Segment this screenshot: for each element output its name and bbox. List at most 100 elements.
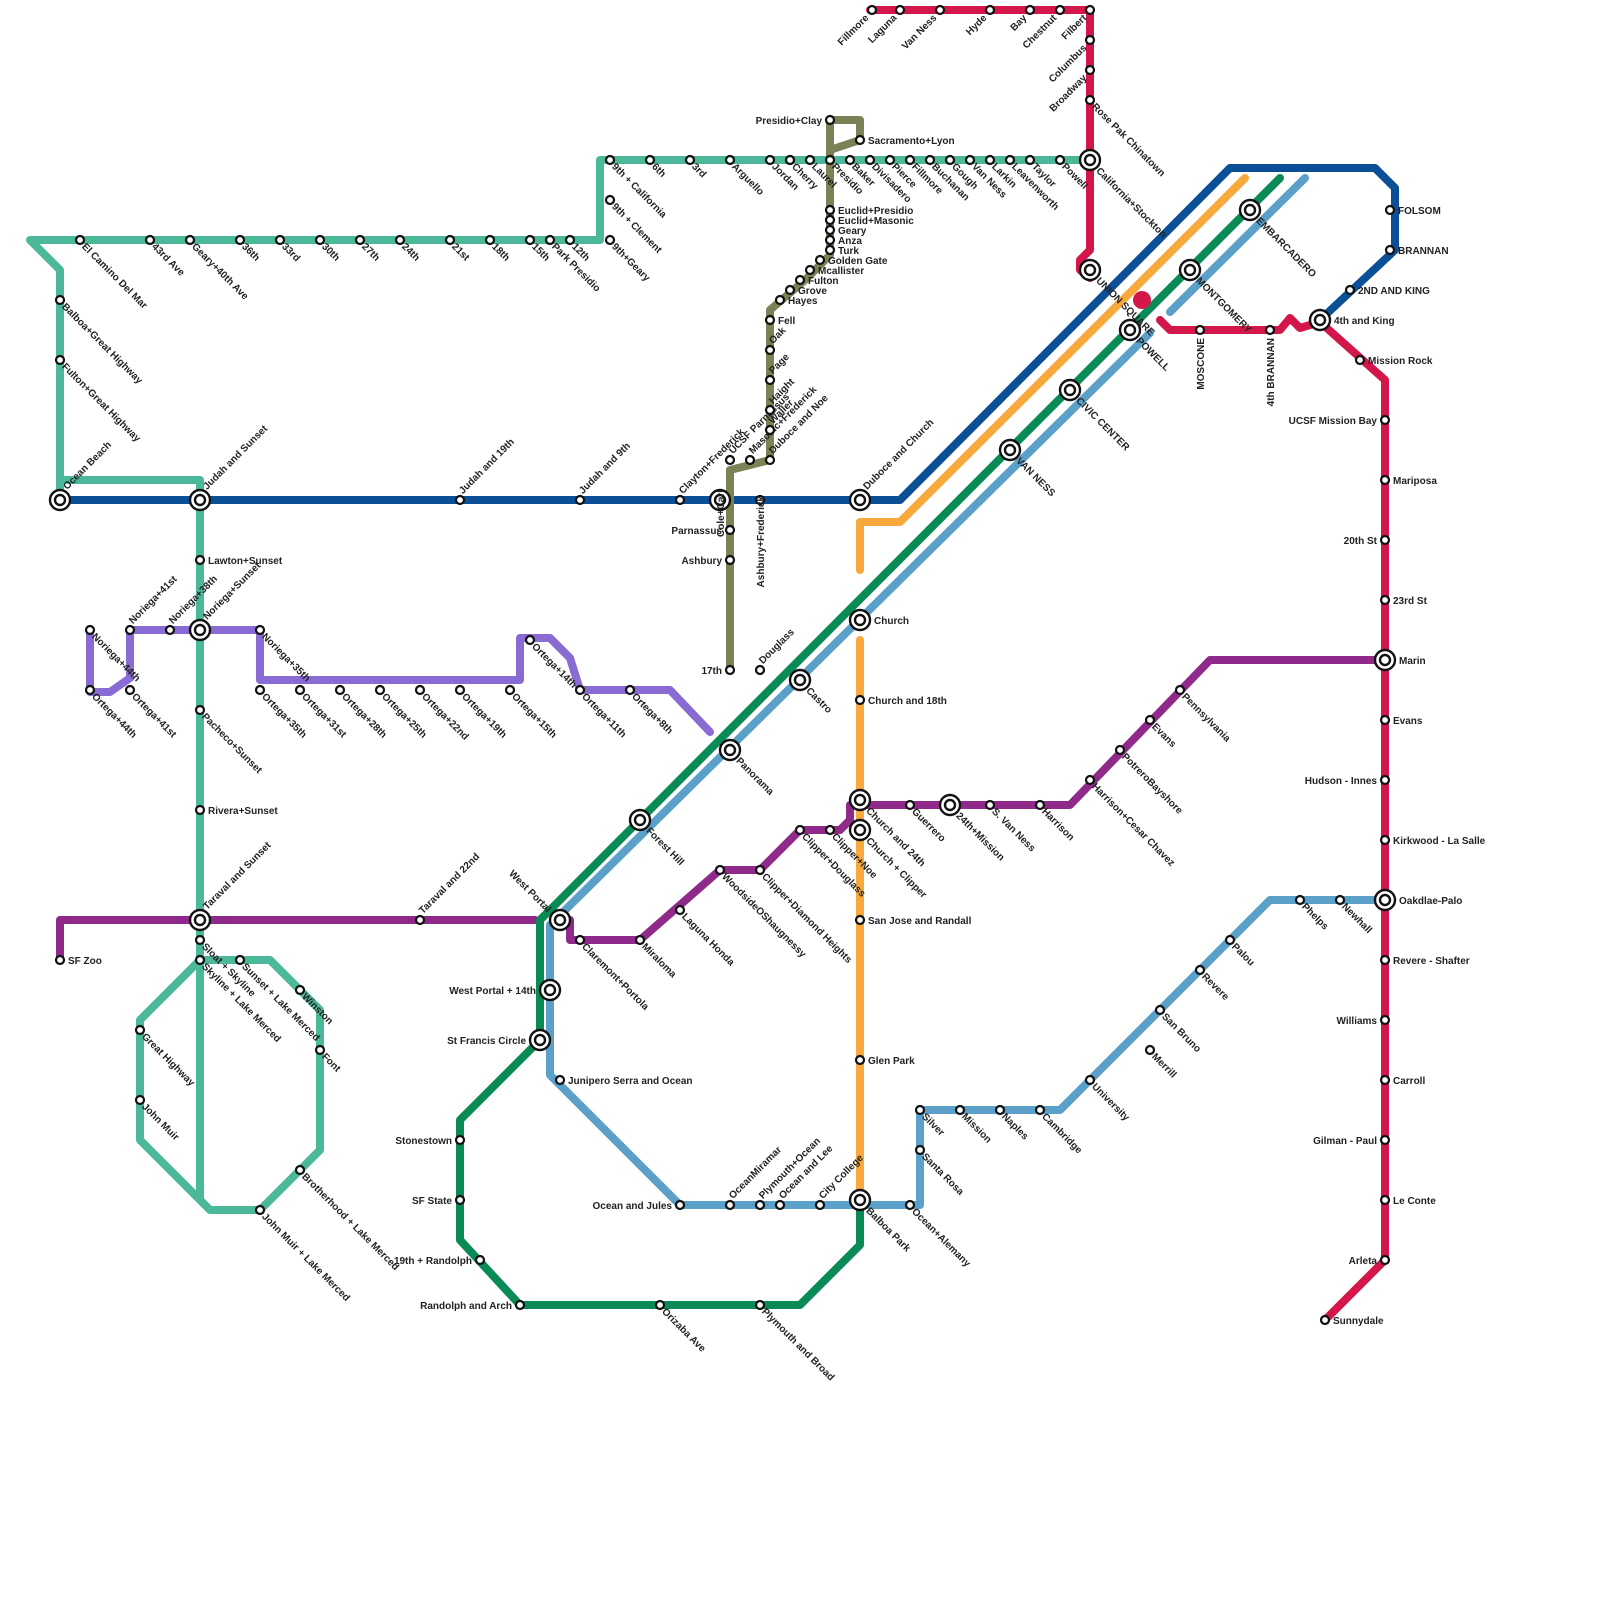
station-noriega35[interactable]: Noriega+35th xyxy=(256,626,312,684)
station-judah19[interactable]: Judah and 19th xyxy=(456,437,517,504)
station-sanbruno[interactable]: San Bruno xyxy=(1156,1006,1203,1055)
station-label: Naples xyxy=(999,1111,1030,1142)
station-geary40[interactable]: Geary+40th Ave xyxy=(186,236,251,303)
union-square-marker xyxy=(1133,291,1151,309)
olive-line xyxy=(730,120,860,670)
station-evans[interactable]: Evans xyxy=(1146,716,1178,750)
station-presidio-clay[interactable]: Presidio+Clay xyxy=(756,116,834,127)
station-label: Laguna xyxy=(866,13,899,46)
station-merrill[interactable]: Merrill xyxy=(1146,1046,1178,1081)
station-gilman[interactable]: Gilman - Paul xyxy=(1313,1136,1389,1147)
station-marin[interactable]: Marin xyxy=(1375,650,1426,670)
station-panorama[interactable]: Panorama xyxy=(720,740,776,798)
station-sacramento-lyon[interactable]: Sacramento+Lyon xyxy=(856,136,955,147)
station-label: Parnassus xyxy=(671,526,722,537)
station-ocean-alemany[interactable]: Ocean+Alemany xyxy=(906,1201,973,1270)
station-label: Carroll xyxy=(1393,1076,1425,1087)
station-ashbury-fred[interactable]: Ashbury+Frederick xyxy=(756,496,767,588)
stop-dot xyxy=(1006,156,1014,164)
station-label: 21st xyxy=(449,241,471,263)
station-label: Sunnydale xyxy=(1333,1316,1384,1327)
station-elcamino[interactable]: El Camino Del Mar xyxy=(76,236,149,311)
station-label: PotreroBayshore xyxy=(1119,751,1184,816)
station-stfrancis[interactable]: St Francis Circle xyxy=(447,1030,550,1050)
station-rivera[interactable]: Rivera+Sunset xyxy=(196,806,278,817)
station-junipero[interactable]: Junipero Serra and Ocean xyxy=(556,1076,693,1087)
station-label: BRANNAN xyxy=(1398,246,1449,257)
station-spruce[interactable] xyxy=(786,156,794,164)
station-label: 9th+Geary xyxy=(609,241,652,284)
station-label: Gilman - Paul xyxy=(1313,1136,1377,1147)
station-label: Revere xyxy=(1199,971,1231,1003)
station-fourth-brannan[interactable]: 4th BRANNAN xyxy=(1266,326,1277,406)
station-sanjose[interactable]: San Jose and Randall xyxy=(856,916,972,927)
station-church[interactable]: Church xyxy=(850,610,909,630)
stop-dot xyxy=(886,156,894,164)
station-label: Evans xyxy=(1393,716,1423,727)
station-randolph-arch[interactable]: Randolph and Arch xyxy=(420,1301,524,1312)
station-kirkwood[interactable]: Kirkwood - La Salle xyxy=(1381,836,1486,847)
stop-dot xyxy=(826,216,834,224)
station-embarcadero[interactable]: EMBARCADERO xyxy=(1240,200,1318,280)
station-stonestown[interactable]: Stonestown xyxy=(395,1136,464,1147)
station-sky-lm[interactable]: Skyline + Lake Merced xyxy=(196,956,283,1045)
stop-dot xyxy=(1036,801,1044,809)
station-university[interactable]: University xyxy=(1086,1076,1132,1124)
station-lagunahonda[interactable]: Laguna Honda xyxy=(676,906,736,969)
stop-dot xyxy=(726,556,734,564)
station-greathwy[interactable]: Great Highway xyxy=(136,1026,197,1089)
station-ocean-jules[interactable]: Ocean and Jules xyxy=(593,1201,684,1212)
hub-center xyxy=(1315,315,1325,325)
stop-dot xyxy=(86,626,94,634)
station-judah9[interactable]: Judah and 9th xyxy=(576,441,633,504)
stop-dot xyxy=(1356,356,1364,364)
station-nineteenth-rand[interactable]: 19th + Randolph xyxy=(394,1256,484,1267)
station-orizaba[interactable]: Orizaba Ave xyxy=(656,1301,708,1355)
station-revere-sh[interactable]: Revere - Shafter xyxy=(1381,956,1470,967)
stop-dot xyxy=(896,6,904,14)
station-second-king[interactable]: 2ND AND KING xyxy=(1346,286,1430,297)
stop-dot xyxy=(726,456,734,464)
station-label: Pacheco+Sunset xyxy=(199,711,264,776)
station-miraloma[interactable]: Miraloma xyxy=(636,936,678,981)
station-oakdale[interactable]: Oakdlae-Palo xyxy=(1375,890,1462,910)
station-missionrock[interactable]: Mission Rock xyxy=(1356,356,1433,367)
station-noriega41[interactable]: Noriega+41st xyxy=(126,574,180,634)
station-potrero[interactable]: PotreroBayshore xyxy=(1116,746,1185,817)
station-label: Marin xyxy=(1399,656,1426,667)
station-pennsylvania[interactable]: Pennsylvania xyxy=(1176,686,1233,745)
station-castro[interactable]: Castro xyxy=(790,670,834,716)
station-label: Ortega+8th xyxy=(629,691,674,736)
stop-dot xyxy=(486,236,494,244)
station-wp14[interactable]: West Portal + 14th xyxy=(449,980,560,1000)
station-ortega15[interactable]: Ortega+15th xyxy=(506,686,559,741)
station-taraval22[interactable]: Taraval and 22nd xyxy=(416,851,482,924)
station-ucsf-mb[interactable]: UCSF Mission Bay xyxy=(1289,416,1389,427)
station-leconte[interactable]: Le Conte xyxy=(1381,1196,1436,1207)
stop-dot xyxy=(1176,686,1184,694)
station-label: Le Conte xyxy=(1393,1196,1436,1207)
station-sfzoo[interactable]: SF Zoo xyxy=(56,956,102,967)
station-label: University xyxy=(1089,1081,1131,1123)
station-hudson[interactable]: Hudson - Innes xyxy=(1305,776,1389,787)
station-ortega11[interactable]: Ortega+11th xyxy=(576,686,628,740)
stop-dot xyxy=(446,236,454,244)
station-moscone[interactable]: MOSCONE xyxy=(1196,326,1207,390)
station-revere[interactable]: Revere xyxy=(1196,966,1231,1003)
station-glenpark[interactable]: Glen Park xyxy=(856,1056,915,1067)
station-fourth-king[interactable]: 4th and King xyxy=(1310,310,1395,330)
station-label: Duboce and Church xyxy=(861,417,936,492)
station-plymouth-broad[interactable]: Plymouth and Broad xyxy=(756,1301,836,1383)
station-jm-lm[interactable]: John Muir + Lake Merced xyxy=(256,1206,352,1304)
station-hayes[interactable]: Hayes xyxy=(776,296,818,307)
station-pacheco[interactable]: Pacheco+Sunset xyxy=(196,706,264,776)
station-mariposa[interactable]: Mariposa xyxy=(1381,476,1437,487)
station-seventeenth[interactable]: 17th xyxy=(701,666,734,677)
stop-dot xyxy=(526,636,534,644)
station-church18[interactable]: Church and 18th xyxy=(856,696,947,707)
stop-dot xyxy=(1381,1136,1389,1144)
station-label: 20th St xyxy=(1344,536,1378,547)
station-palou[interactable]: Palou xyxy=(1226,936,1256,968)
station-montgomery[interactable]: MONTGOMERY xyxy=(1180,260,1254,336)
station-lawton[interactable]: Lawton+Sunset xyxy=(196,556,283,567)
